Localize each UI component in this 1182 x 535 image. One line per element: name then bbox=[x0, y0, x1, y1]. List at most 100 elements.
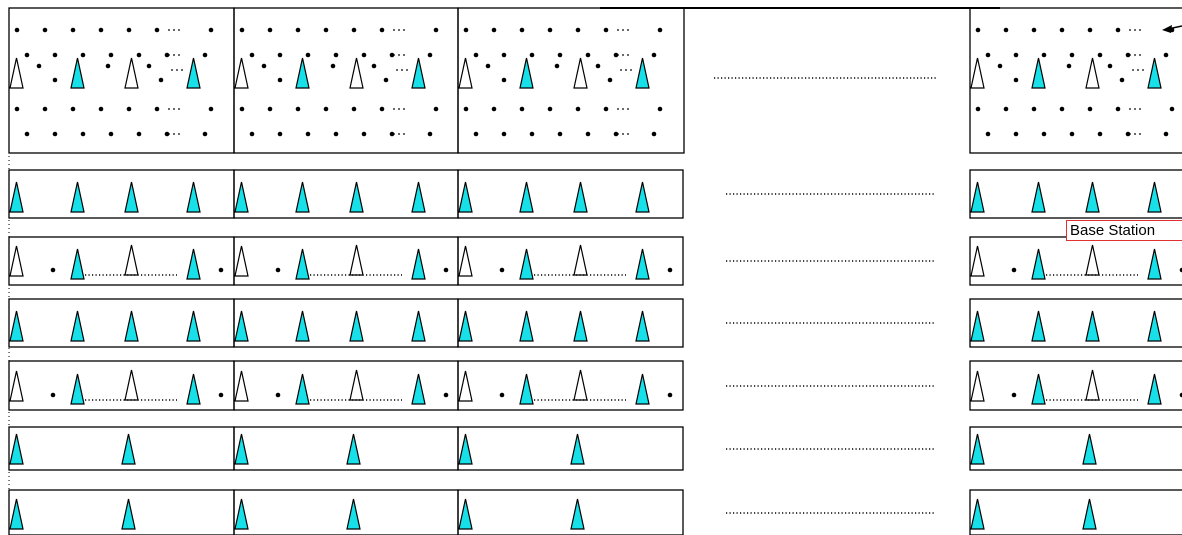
dot-icon bbox=[154, 106, 160, 112]
dot-icon bbox=[1031, 27, 1037, 33]
dot-icon bbox=[323, 106, 329, 112]
dot-icon bbox=[443, 392, 449, 398]
cyan-triangle-icon bbox=[519, 181, 534, 213]
dot-icon bbox=[975, 27, 981, 33]
dot-icon bbox=[202, 52, 208, 58]
cyan-triangle-icon bbox=[1031, 248, 1046, 280]
dot-icon bbox=[295, 27, 301, 33]
cyan-triangle-icon bbox=[295, 373, 310, 405]
dot-icon bbox=[1011, 392, 1017, 398]
cyan-triangle-icon bbox=[970, 310, 985, 342]
cyan-triangle-icon bbox=[1147, 57, 1162, 89]
cyan-triangle-icon bbox=[573, 310, 588, 342]
dot-icon bbox=[1013, 131, 1019, 137]
ellipsis-dot bbox=[173, 29, 175, 31]
dot-icon bbox=[557, 52, 563, 58]
ellipsis-dot bbox=[176, 69, 178, 71]
white-triangle-icon bbox=[349, 369, 364, 401]
cyan-triangle-icon bbox=[70, 248, 85, 280]
cyan-triangle-icon bbox=[1085, 310, 1100, 342]
dot-icon bbox=[379, 106, 385, 112]
cyan-triangle-icon bbox=[519, 248, 534, 280]
ellipsis-dot bbox=[617, 29, 619, 31]
cyan-triangle-icon bbox=[1031, 373, 1046, 405]
ellipsis-dot bbox=[393, 54, 395, 56]
cyan-triangle-icon bbox=[635, 57, 650, 89]
dot-icon bbox=[463, 27, 469, 33]
dot-icon bbox=[1031, 106, 1037, 112]
dot-icon bbox=[267, 27, 273, 33]
cyan-triangle-icon bbox=[186, 248, 201, 280]
ellipsis-dot bbox=[1132, 69, 1134, 71]
ellipsis-dot bbox=[401, 69, 403, 71]
dot-icon bbox=[42, 27, 48, 33]
dot-icon bbox=[427, 52, 433, 58]
base-station-label: Base Station bbox=[1066, 220, 1182, 241]
cyan-triangle-icon bbox=[519, 373, 534, 405]
dot-icon bbox=[1041, 52, 1047, 58]
cyan-triangle-icon bbox=[186, 310, 201, 342]
dot-icon bbox=[80, 52, 86, 58]
dot-icon bbox=[1059, 27, 1065, 33]
ellipsis-dot bbox=[627, 133, 629, 135]
dot-icon bbox=[547, 27, 553, 33]
dot-icon bbox=[52, 52, 58, 58]
ellipsis-dot bbox=[171, 69, 173, 71]
cyan-triangle-icon bbox=[70, 373, 85, 405]
ellipsis-dot bbox=[625, 69, 627, 71]
cyan-triangle-icon bbox=[346, 498, 361, 530]
cyan-triangle-icon bbox=[635, 310, 650, 342]
cyan-triangle-icon bbox=[70, 181, 85, 213]
cyan-triangle-icon bbox=[970, 181, 985, 213]
dot-icon bbox=[585, 131, 591, 137]
cyan-triangle-icon bbox=[295, 181, 310, 213]
white-triangle-icon bbox=[234, 57, 249, 89]
dot-icon bbox=[1097, 52, 1103, 58]
cyan-triangle-icon bbox=[234, 433, 249, 465]
cyan-triangle-icon bbox=[124, 181, 139, 213]
ellipsis-dot bbox=[1134, 54, 1136, 56]
dot-icon bbox=[108, 131, 114, 137]
dot-icon bbox=[473, 131, 479, 137]
cyan-triangle-icon bbox=[635, 373, 650, 405]
dot-icon bbox=[136, 52, 142, 58]
cyan-triangle-icon bbox=[519, 57, 534, 89]
dot-icon bbox=[529, 52, 535, 58]
ellipsis-dot bbox=[403, 54, 405, 56]
dot-icon bbox=[1041, 131, 1047, 137]
ellipsis-dot bbox=[622, 108, 624, 110]
dot-icon bbox=[267, 106, 273, 112]
cyan-triangle-icon bbox=[121, 433, 136, 465]
arrow-head-icon bbox=[1162, 25, 1172, 33]
dot-icon bbox=[70, 27, 76, 33]
dot-icon bbox=[218, 267, 224, 273]
white-triangle-icon bbox=[349, 57, 364, 89]
dot-icon bbox=[433, 106, 439, 112]
cyan-triangle-icon bbox=[295, 310, 310, 342]
cyan-triangle-icon bbox=[124, 310, 139, 342]
dot-icon bbox=[501, 52, 507, 58]
ellipsis-dot bbox=[403, 133, 405, 135]
cyan-triangle-icon bbox=[411, 373, 426, 405]
ellipsis-dot bbox=[178, 133, 180, 135]
ellipsis-dot bbox=[398, 108, 400, 110]
cyan-triangle-icon bbox=[346, 433, 361, 465]
cyan-triangle-icon bbox=[458, 181, 473, 213]
dot-icon bbox=[52, 131, 58, 137]
white-triangle-icon bbox=[573, 369, 588, 401]
cyan-triangle-icon bbox=[70, 57, 85, 89]
ellipsis-dot bbox=[178, 108, 180, 110]
white-triangle-icon bbox=[234, 245, 249, 277]
dot-icon bbox=[463, 106, 469, 112]
dot-icon bbox=[218, 392, 224, 398]
dot-icon bbox=[1163, 52, 1169, 58]
dot-icon bbox=[1179, 392, 1182, 398]
dot-icon bbox=[501, 131, 507, 137]
dot-icon bbox=[98, 106, 104, 112]
ellipsis-dot bbox=[396, 69, 398, 71]
dot-icon bbox=[98, 27, 104, 33]
dot-icon bbox=[305, 131, 311, 137]
dot-icon bbox=[136, 131, 142, 137]
ellipsis-dot bbox=[627, 54, 629, 56]
cyan-triangle-icon bbox=[1082, 498, 1097, 530]
